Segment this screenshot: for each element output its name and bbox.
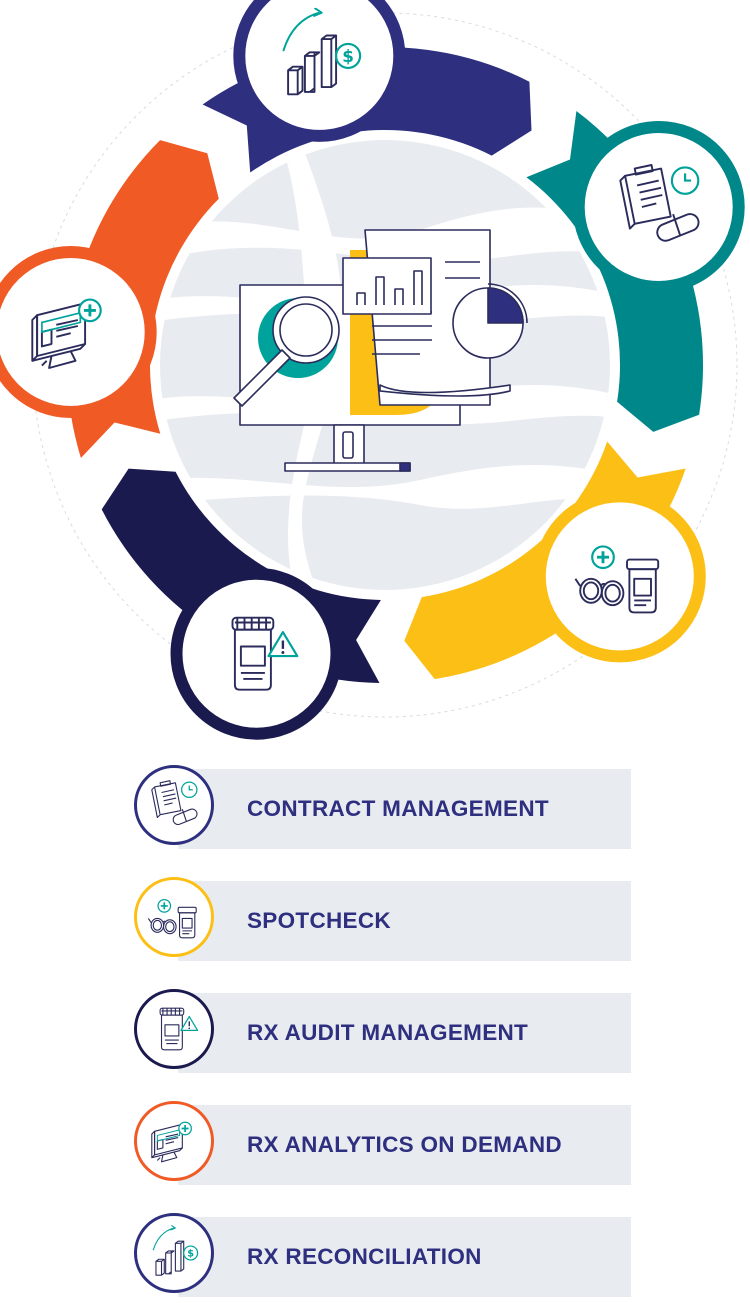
clipboard-pill-clock-icon: [151, 780, 200, 827]
legend-label: RX AUDIT MANAGEMENT: [247, 1020, 529, 1045]
segment-icons: [0, 0, 745, 740]
bar-chart-dollar-icon: [152, 1225, 199, 1276]
legend-label: SPOTCHECK: [247, 908, 391, 933]
legend-item: RX AUDIT MANAGEMENT: [130, 989, 631, 1075]
legend-item: SPOTCHECK: [130, 877, 631, 963]
legend-badge: [134, 1213, 214, 1293]
clipboard-pill-clock-icon: [572, 121, 745, 293]
monitor-medical-icon: [150, 1121, 193, 1163]
analytics-monitor-report-icon: [233, 229, 528, 472]
pill-bottle-warning-icon: [159, 1007, 199, 1051]
legend-badge: [134, 877, 214, 957]
glasses-pill-bottle-icon: [533, 490, 706, 663]
legend-label: CONTRACT MANAGEMENT: [247, 796, 549, 821]
legend-bar: [178, 1217, 631, 1297]
bar-chart-dollar-icon: [233, 0, 406, 142]
outer-dashed-ring: [32, 12, 738, 718]
glasses-pill-bottle-icon: [147, 898, 198, 939]
legend-label: RX ANALYTICS ON DEMAND: [247, 1132, 562, 1157]
legend-bar: [178, 769, 631, 849]
legend-badge: [134, 765, 214, 845]
legend-item: RX ANALYTICS ON DEMAND: [130, 1101, 631, 1187]
legend-item: RX RECONCILIATION: [130, 1213, 631, 1299]
legend-badge: [134, 989, 214, 1069]
cycle-diagram: $: [0, 0, 745, 740]
legend-badge: [134, 1101, 214, 1181]
legend-label: RX RECONCILIATION: [247, 1244, 482, 1269]
legend-bar: [178, 1105, 631, 1185]
legend-bar: [178, 881, 631, 961]
legend-item: CONTRACT MANAGEMENT: [130, 765, 631, 851]
monitor-medical-icon: [0, 246, 157, 418]
pill-bottle-warning-icon: [170, 567, 343, 740]
legend-bar: [178, 993, 631, 1073]
